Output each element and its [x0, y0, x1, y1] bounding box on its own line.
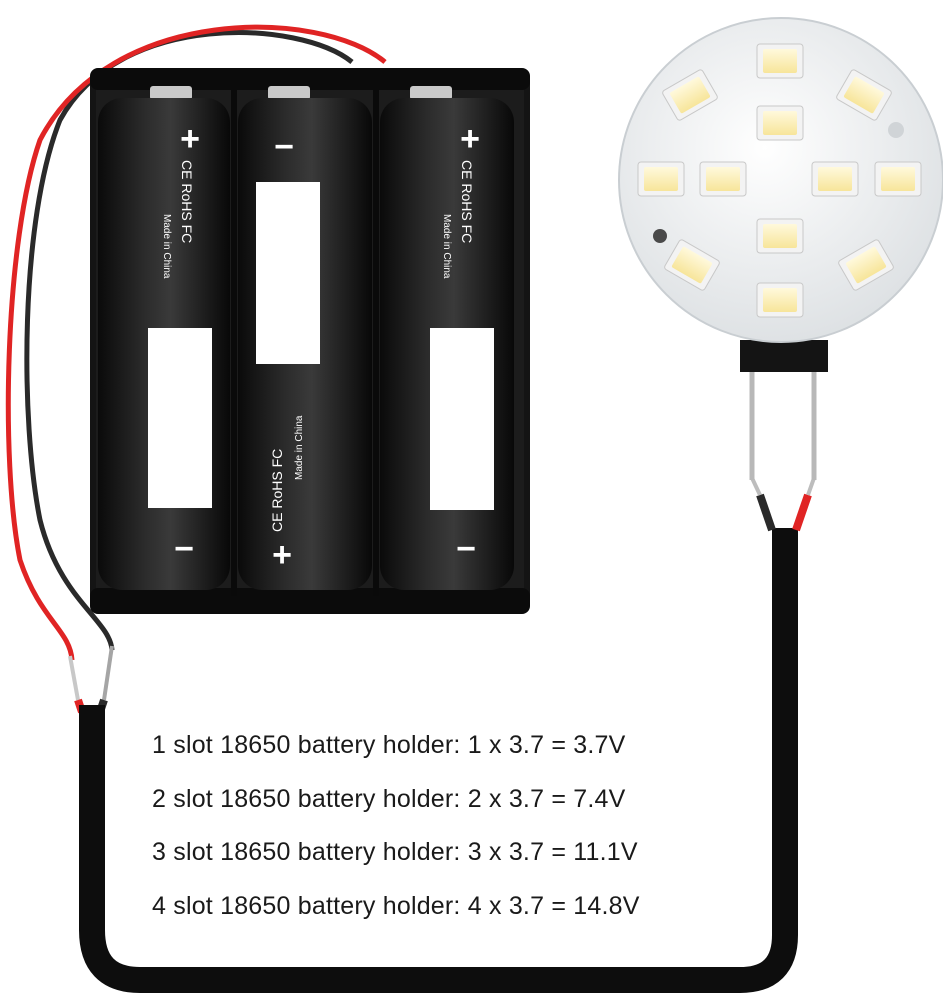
spring-left: [150, 86, 192, 100]
led-chip: [756, 43, 804, 79]
led-chip: [664, 239, 720, 291]
cell-top-mark: −: [274, 128, 294, 166]
voltage-line: 4 slot 18650 battery holder: 4 x 3.7 = 1…: [152, 891, 640, 920]
positive-wire-tip: [68, 655, 80, 701]
negative-wire: [24, 30, 354, 651]
led-chip: [836, 69, 892, 121]
led-board-pad: [888, 122, 904, 138]
led-wires: [750, 477, 816, 532]
voltage-line: 2 slot 18650 battery holder: 2 x 3.7 = 7…: [152, 784, 626, 813]
led-positive-pin-tip: [806, 477, 816, 496]
led-chip: [637, 161, 685, 197]
cell-origin-text: Made in China: [294, 415, 305, 480]
cell-cert-marks: CE RoHS FC: [459, 160, 475, 243]
negative-wire-tip: [102, 645, 114, 701]
positive-wire: [5, 24, 387, 661]
led-chip: [662, 69, 718, 121]
led-chip: [838, 239, 894, 291]
cell-top-mark: +: [180, 120, 200, 158]
led-chip: [811, 161, 859, 197]
cell-cert-marks: CE RoHS FC: [179, 160, 195, 243]
led-base: [740, 340, 828, 372]
cell-label-window: [256, 182, 320, 364]
cell-top-mark: +: [460, 120, 480, 158]
led-positive-wire: [792, 493, 812, 532]
led-chip: [756, 282, 804, 318]
black-cable: [79, 528, 798, 993]
battery-holder: + − CE RoHS FC Made in China − + CE RoHS…: [90, 68, 530, 614]
led-chip: [756, 218, 804, 254]
cell-origin-text: Made in China: [161, 214, 172, 279]
led-chip: [874, 161, 922, 197]
led-chip: [699, 161, 747, 197]
battery-cell: + − CE RoHS FC Made in China: [98, 98, 230, 590]
led-module: [618, 17, 943, 480]
led-chip: [756, 105, 804, 141]
cell-cert-marks: CE RoHS FC: [269, 449, 285, 532]
cell-label-window: [430, 328, 494, 510]
voltage-line: 3 slot 18650 battery holder: 3 x 3.7 = 1…: [152, 838, 638, 866]
voltage-line: 1 slot 18650 battery holder: 1 x 3.7 = 3…: [152, 731, 626, 759]
spring-right: [410, 86, 452, 100]
cell-origin-text: Made in China: [441, 214, 452, 279]
cell-bottom-mark: −: [174, 530, 194, 568]
led-negative-wire: [756, 493, 776, 532]
spring-middle: [268, 86, 310, 100]
cell-bottom-mark: −: [456, 530, 476, 568]
led-board-hole: [653, 229, 667, 243]
holder-top-rail: [90, 68, 530, 90]
cell-bottom-mark: +: [272, 536, 292, 574]
voltage-table: 1 slot 18650 battery holder: 1 x 3.7 = 3…: [152, 732, 772, 946]
cell-label-window: [148, 328, 212, 508]
battery-cell: + − CE RoHS FC Made in China: [380, 98, 514, 590]
battery-cell: − + CE RoHS FC Made in China: [238, 98, 372, 590]
led-negative-pin: [750, 477, 762, 496]
holder-bottom-rail: [90, 588, 530, 614]
